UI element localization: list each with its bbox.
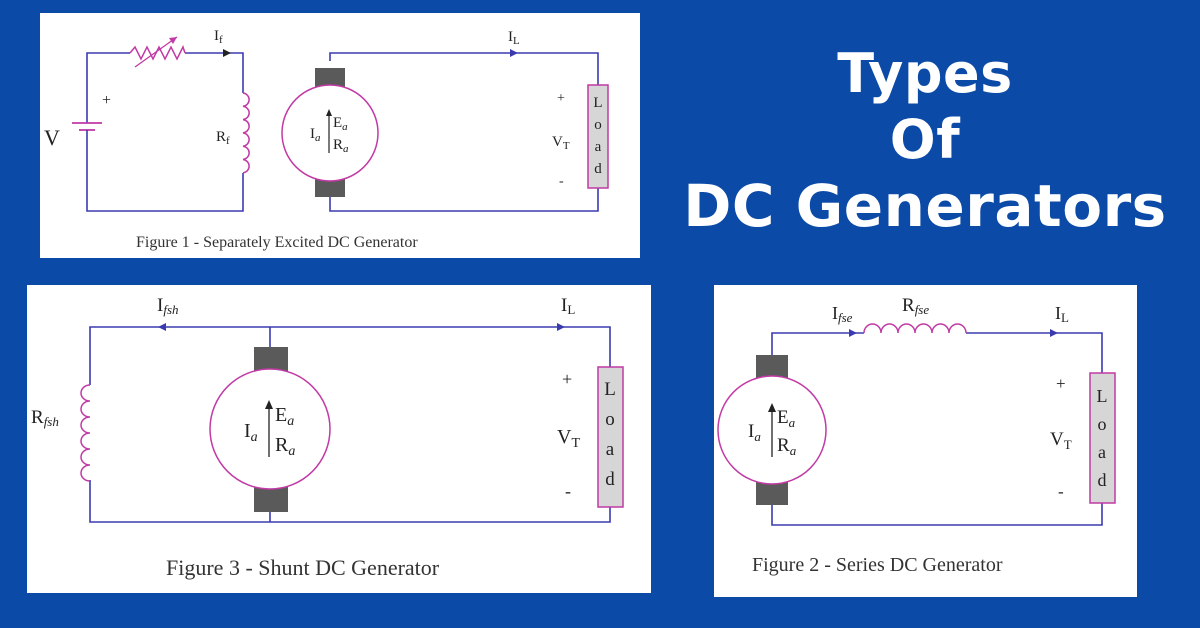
fig1-label-vminus: - [559,174,564,189]
fig2-label-rfse: Rfse [902,295,929,317]
figure-1-panel: V + If Rf IL Ia Ea Ra + VT - L o a d Fig… [40,13,640,258]
fig1-label-v: V [44,125,60,150]
fig1-battery [72,122,102,138]
fig3-wires [89,326,611,523]
fig2-label-ea: Ea [777,407,796,430]
fig2-load-letter-a: a [1098,442,1106,462]
fig1-load-letter-o: o [594,117,602,133]
fig1-ea-arrow [326,109,332,116]
fig1-caption: Figure 1 - Separately Excited DC Generat… [136,234,418,251]
fig1-label-ra: Ra [333,137,349,155]
fig3-label-ra: Ra [275,434,295,459]
figure-2-diagram: Ifse Rfse IL Ia Ea Ra + VT - L o a d Fig… [717,295,1116,576]
title-line-dc-generators: DC Generators [683,172,1167,240]
fig3-ifsh-arrow [158,323,166,331]
fig1-variable-resistor [129,36,186,68]
fig1-il-arrow [510,49,518,57]
fig3-load-letter-l: L [604,379,616,400]
fig1-label-vplus: + [557,91,565,106]
fig1-label-rf: Rf [216,129,230,147]
title-line-types: Types [837,42,1013,105]
fig3-label-il: IL [561,295,575,317]
fig2-load-box [1089,372,1116,504]
figure-3-diagram: Ifsh Rfsh IL Ia Ea Ra + VT - L o a d Fig… [31,295,624,580]
fig1-armature [281,68,379,197]
fig2-load-letter-l: L [1097,386,1108,406]
figure-3-panel: Ifsh Rfsh IL Ia Ea Ra + VT - L o a d Fig… [27,285,651,593]
fig3-armature [209,347,331,512]
figure-1-diagram: V + If Rf IL Ia Ea Ra + VT - L o a d Fig… [44,28,609,251]
fig2-label-ifse: Ifse [832,303,853,325]
fig2-ifse-arrow [849,329,857,337]
fig2-caption: Figure 2 - Series DC Generator [752,554,1003,576]
fig3-load-letter-a: a [606,439,615,460]
fig1-label-ea: Ea [333,115,348,133]
fig2-label-ia: Ia [748,421,761,444]
figure-2-panel: Ifse Rfse IL Ia Ea Ra + VT - L o a d Fig… [714,285,1137,597]
fig1-if-arrow [223,49,231,57]
fig2-label-vminus: - [1058,482,1064,501]
fig1-label-vt: VT [552,134,570,152]
fig2-il-arrow [1050,329,1058,337]
fig1-armature-circle [281,84,379,182]
fig3-load-letter-d: d [605,469,615,490]
fig1-load-letter-d: d [594,161,602,177]
fig3-label-vminus: - [565,481,571,501]
fig2-series-coil [863,323,967,334]
fig3-label-vt: VT [557,426,580,451]
fig3-il-arrow [557,323,565,331]
fig2-bottom-brush [756,481,788,505]
fig1-label-plus: + [102,92,111,109]
fig2-armature [717,355,827,505]
title-line-of: Of [889,108,961,171]
fig1-label-ia: Ia [310,126,321,144]
page-title: Types Of DC Generators [660,20,1190,260]
fig2-label-il: IL [1055,303,1069,325]
fig3-shunt-coil [80,384,91,482]
fig1-label-if: If [214,28,223,46]
fig3-armature-circle [209,368,331,490]
fig1-wires [86,52,599,212]
fig1-field-coil [242,92,250,174]
fig1-load-letter-l: L [593,95,602,111]
fig3-load-letter-o: o [605,409,615,430]
fig1-load-box [587,84,609,189]
fig2-wires [771,332,1103,526]
fig2-load-letter-o: o [1098,414,1107,434]
fig1-label-il: IL [508,29,520,47]
fig3-label-vplus: + [562,369,572,389]
fig2-label-vplus: + [1056,374,1066,393]
fig3-label-ia: Ia [244,420,258,445]
fig3-load-box [597,366,624,508]
fig2-ea-arrow [768,403,776,412]
fig2-load-letter-d: d [1098,470,1107,490]
fig3-label-ea: Ea [275,404,294,429]
fig3-ea-arrow [265,400,273,409]
fig3-caption: Figure 3 - Shunt DC Generator [166,555,440,580]
fig3-label-ifsh: Ifsh [157,295,179,317]
fig1-load-letter-a: a [595,139,602,155]
fig2-label-ra: Ra [777,435,797,458]
fig3-label-rfsh: Rfsh [31,407,59,429]
fig2-label-vt: VT [1050,429,1072,452]
fig1-top-brush [315,68,345,90]
